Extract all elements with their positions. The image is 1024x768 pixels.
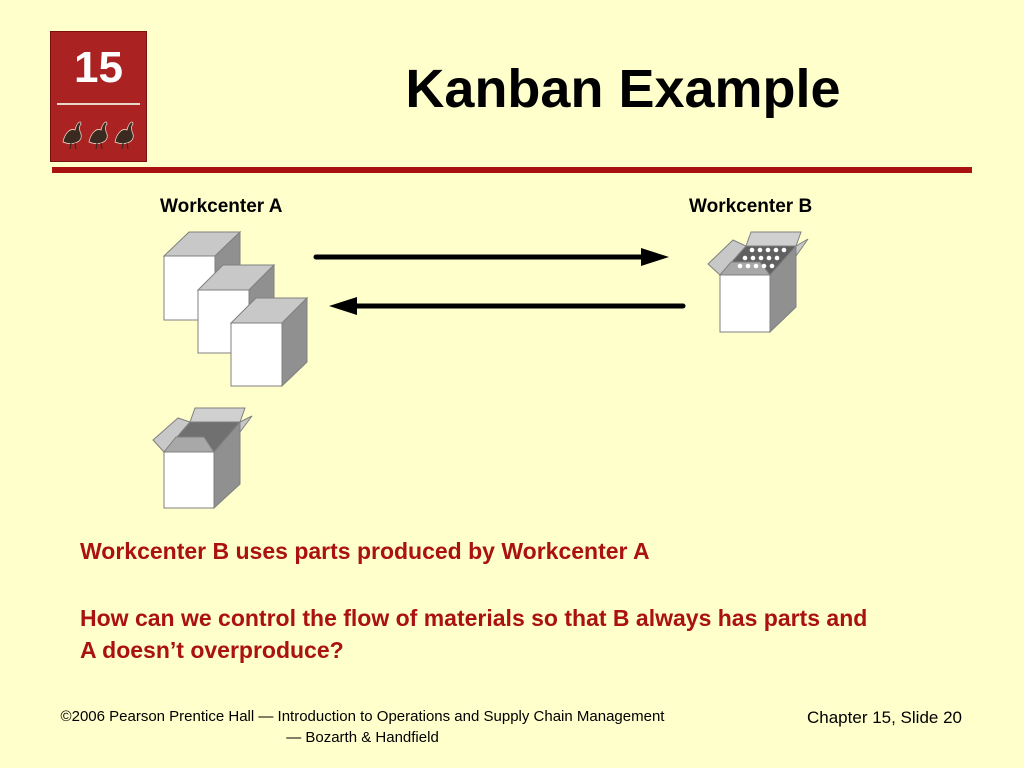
arrow-b-to-a xyxy=(329,297,686,315)
full-open-box xyxy=(707,231,809,334)
chapter-logo: 15 xyxy=(50,31,147,162)
copyright-footer: ©2006 Pearson Prentice Hall — Introducti… xyxy=(60,708,665,746)
statement-text: Workcenter B uses parts produced by Work… xyxy=(80,538,650,564)
arrow-a-to-b xyxy=(313,248,669,266)
logo-divider xyxy=(57,103,140,105)
closed-box xyxy=(229,296,309,388)
slide-title: Kanban Example xyxy=(405,59,841,119)
chapter-number: 15 xyxy=(74,43,123,92)
question-text: How can we control the flow of materials… xyxy=(80,605,868,663)
birds-icon xyxy=(62,121,134,150)
title-divider xyxy=(52,167,972,173)
slide-number: Chapter 15, Slide 20 xyxy=(807,708,962,727)
empty-open-box xyxy=(152,407,253,510)
workcenter-b-label: Workcenter B xyxy=(689,196,813,217)
workcenter-a-label: Workcenter A xyxy=(160,196,283,217)
